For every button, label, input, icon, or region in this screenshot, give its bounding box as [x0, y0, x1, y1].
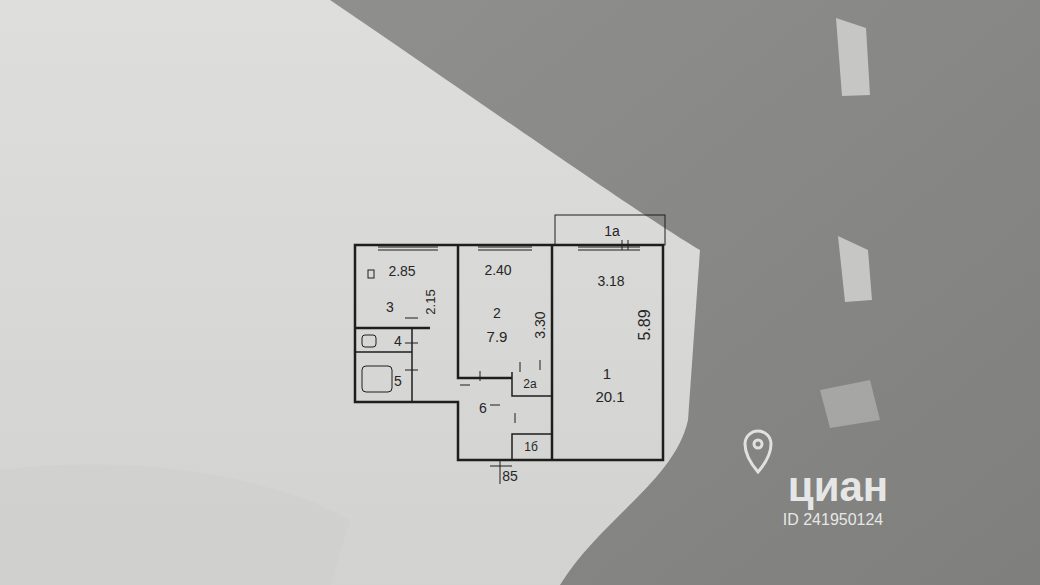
toilet-symbol: [362, 335, 376, 347]
shadow-gap: [820, 380, 880, 428]
watermark: циан: [788, 466, 888, 508]
hand-shadow: [330, 0, 1040, 585]
shadow-gap: [838, 236, 872, 302]
room-area: 1а: [555, 216, 665, 244]
room-area: 3.18 1 20.1 5.89: [554, 247, 662, 459]
closet-wall: [512, 434, 552, 460]
room-label: 1: [603, 366, 611, 381]
window: [578, 247, 640, 250]
location-icon: [745, 431, 771, 472]
wall: [355, 327, 430, 330]
room-label: 2.40: [484, 263, 511, 277]
window: [478, 247, 532, 250]
room-area: 6: [460, 380, 512, 458]
dimension-label: 3.30: [533, 311, 547, 338]
room-label: 2.85: [388, 264, 415, 278]
shadow-gap: [836, 18, 870, 96]
window: [378, 247, 438, 250]
closet-wall: [512, 372, 552, 396]
dimension-label: 2.15: [424, 289, 437, 314]
bath-symbol: [362, 366, 392, 392]
room-area: 4: [360, 331, 408, 351]
wall: [551, 245, 554, 460]
dimension-label: 5.89: [637, 309, 653, 340]
wall: [458, 245, 512, 378]
balcony-door: [622, 240, 628, 250]
room-label: 4: [394, 334, 402, 348]
room-area: 2.40 2 7.9 3.30: [460, 247, 551, 377]
room-area: 2.85 3 2.15: [357, 247, 457, 327]
room-area: 2а: [512, 372, 550, 394]
room-label: 1а: [604, 224, 620, 238]
stove-symbol: [368, 270, 374, 278]
room-label: 7.9: [487, 329, 508, 344]
room-label: 3: [386, 300, 394, 314]
room-area: 5: [360, 354, 408, 398]
room-area: 1б: [512, 436, 550, 458]
room-label: 1б: [524, 441, 538, 453]
shadow-soft: [0, 464, 350, 585]
room-label: 3.18: [597, 274, 624, 288]
wall: [411, 328, 413, 402]
room-label: 2а: [523, 378, 536, 390]
outer-wall: [355, 245, 663, 460]
watermark-id: ID 241950124: [783, 512, 884, 528]
room-label: 2: [493, 306, 501, 320]
room-label: 6: [479, 401, 487, 415]
dimension: 85: [502, 469, 518, 483]
wall: [355, 351, 412, 353]
room-label: 5: [394, 374, 402, 388]
room-label: 20.1: [595, 389, 624, 404]
door-mark: [405, 318, 540, 423]
balcony: [555, 215, 665, 245]
